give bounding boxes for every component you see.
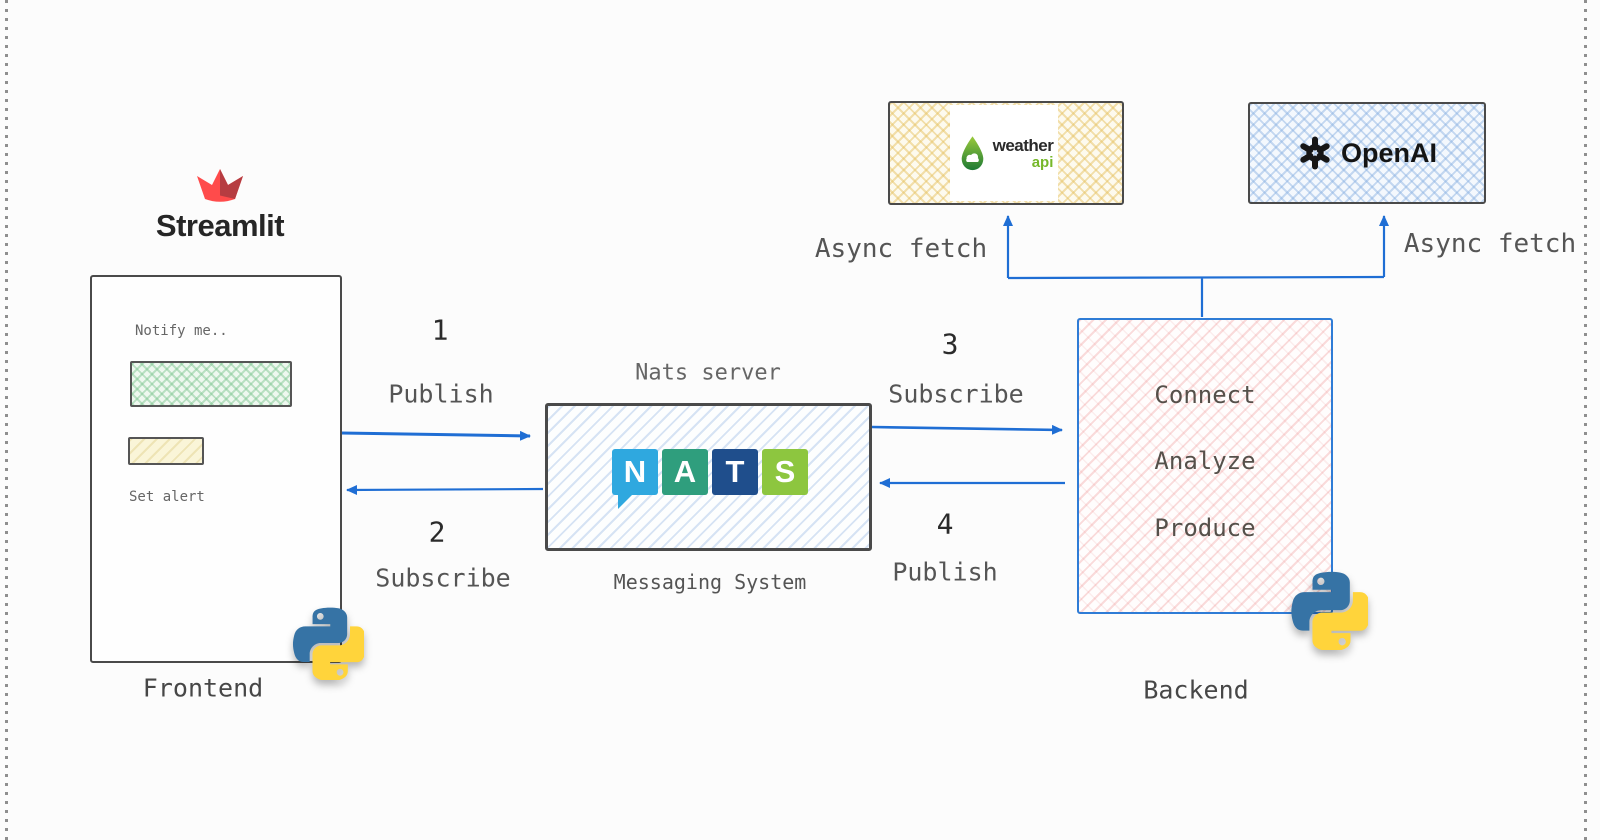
flow-4-number: 4 xyxy=(936,507,954,541)
nats-letter-a: A xyxy=(673,454,697,489)
weather-api-word: api xyxy=(1031,153,1054,171)
flow-3-number: 3 xyxy=(941,327,959,361)
python-icon-frontend xyxy=(292,607,364,680)
notify-input[interactable] xyxy=(130,361,292,407)
async-fetch-right-label: Async fetch xyxy=(1403,229,1577,259)
messaging-system-label: Messaging System xyxy=(613,570,807,594)
frontend-box: Notify me.. Set alert xyxy=(90,275,342,663)
nats-speech-tail xyxy=(618,495,632,509)
subscribe-2-arrow xyxy=(346,484,544,495)
openai-icon xyxy=(1300,136,1330,170)
async-fetch-left-label: Async fetch xyxy=(814,234,988,264)
notify-me-label: Notify me.. xyxy=(135,323,228,339)
frontend-caption: Frontend xyxy=(142,673,264,703)
flow-3-label: Subscribe xyxy=(888,379,1024,409)
nats-letter-n: N xyxy=(623,454,647,489)
python-icon-backend xyxy=(1291,571,1368,650)
weather-api-logo: weather api xyxy=(890,103,1122,203)
nats-tile-n: N xyxy=(612,449,658,495)
flow-2-number: 2 xyxy=(428,515,446,549)
weather-api-box: weather api xyxy=(888,101,1124,205)
backend-box: Connect Analyze Produce xyxy=(1077,318,1333,614)
openai-logo-block: OpenAI xyxy=(1250,104,1484,202)
backend-caption: Backend xyxy=(1143,675,1249,705)
openai-wordmark: OpenAI xyxy=(1340,137,1437,168)
nats-tile-s: S xyxy=(762,449,808,495)
nats-letter-s: S xyxy=(774,454,796,489)
nats-tile-t: T xyxy=(712,449,758,495)
alert-input[interactable] xyxy=(128,437,204,465)
publish-1-arrow xyxy=(340,430,531,441)
async-connector-line xyxy=(1007,275,1385,317)
backend-step-produce: Produce xyxy=(1154,514,1256,542)
streamlit-label: Streamlit xyxy=(155,208,285,243)
weather-wordmark: weather api xyxy=(993,137,1054,170)
backend-step-analyze: Analyze xyxy=(1154,447,1256,475)
page-right-dotted-border xyxy=(1584,0,1587,840)
backend-step-connect: Connect xyxy=(1154,381,1256,409)
set-alert-label: Set alert xyxy=(129,489,205,505)
nats-logo: N A T S xyxy=(612,449,808,495)
weather-word: weather xyxy=(992,135,1054,155)
flow-2-label: Subscribe xyxy=(375,563,511,593)
nats-letter-t: T xyxy=(725,454,745,489)
weather-droplet-icon xyxy=(961,135,983,170)
nats-box: N A T S xyxy=(545,403,872,551)
nats-tile-a: A xyxy=(662,449,708,495)
flow-4-label: Publish xyxy=(892,557,998,587)
streamlit-logo-block: Streamlit xyxy=(130,168,310,244)
streamlit-icon xyxy=(197,169,243,202)
flow-1-number: 1 xyxy=(431,313,449,347)
flow-1-label: Publish xyxy=(388,379,494,409)
subscribe-3-arrow xyxy=(871,424,1063,435)
openai-box: OpenAI xyxy=(1248,102,1486,204)
page-left-dotted-border xyxy=(5,0,8,840)
nats-server-title: Nats server xyxy=(635,360,781,386)
